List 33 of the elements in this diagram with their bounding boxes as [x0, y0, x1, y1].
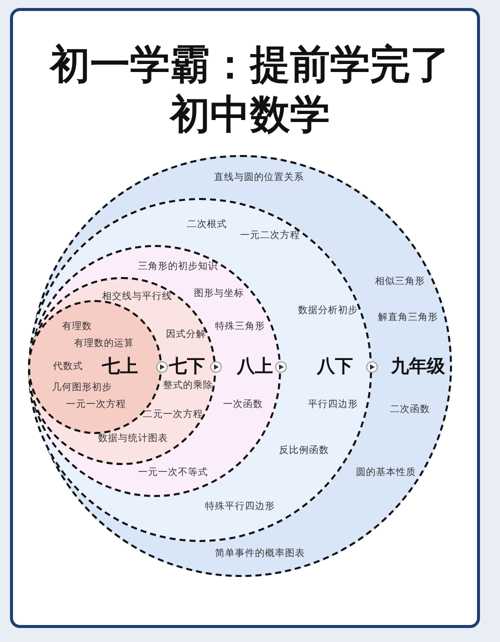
topic-label: 一元一次不等式 [138, 467, 208, 479]
topic-label: 反比例函数 [279, 445, 329, 457]
topic-label: 相交线与平行线 [102, 291, 172, 303]
topic-label: 数据分析初步 [298, 305, 358, 317]
topic-label: 几何图形初步 [52, 382, 112, 394]
topic-label: 二次函数 [390, 404, 430, 416]
topic-label: 圆的基本性质 [356, 467, 416, 479]
topic-label: 因式分解 [166, 329, 206, 341]
topic-label: 三角形的初步知识 [138, 261, 218, 273]
topic-label: 代数式 [53, 361, 83, 373]
topic-label: 有理数 [62, 321, 92, 333]
topic-label: 直线与圆的位置关系 [214, 172, 304, 184]
topic-label: 二次根式 [187, 219, 227, 231]
topic-label: 整式的乘除 [163, 380, 213, 392]
topic-label: 平行四边形 [308, 399, 358, 411]
topic-label: 数据与统计图表 [98, 433, 168, 445]
topic-label: 特殊平行四边形 [205, 501, 275, 513]
grade-label: 九年级 [391, 356, 445, 378]
grade-label: 七上 [102, 356, 138, 378]
grade-label: 八上 [237, 356, 273, 378]
topic-label: 一次函数 [223, 399, 263, 411]
topic-label: 解直角三角形 [378, 312, 438, 324]
topic-label: 相似三角形 [375, 276, 425, 288]
topic-label: 简单事件的概率图表 [215, 548, 305, 560]
title: 初一学霸：提前学完了初中数学 [48, 41, 451, 140]
topic-label: 特殊三角形 [215, 321, 265, 333]
topic-label: 二元一次方程 [143, 409, 203, 421]
topic-label: 一元二次方程 [240, 230, 300, 242]
grade-label: 七下 [169, 356, 205, 378]
grade-label: 八下 [317, 356, 353, 378]
topic-label: 一元一次方程 [66, 399, 126, 411]
topic-label: 有理数的运算 [74, 338, 134, 350]
topic-label: 图形与坐标 [194, 288, 244, 300]
